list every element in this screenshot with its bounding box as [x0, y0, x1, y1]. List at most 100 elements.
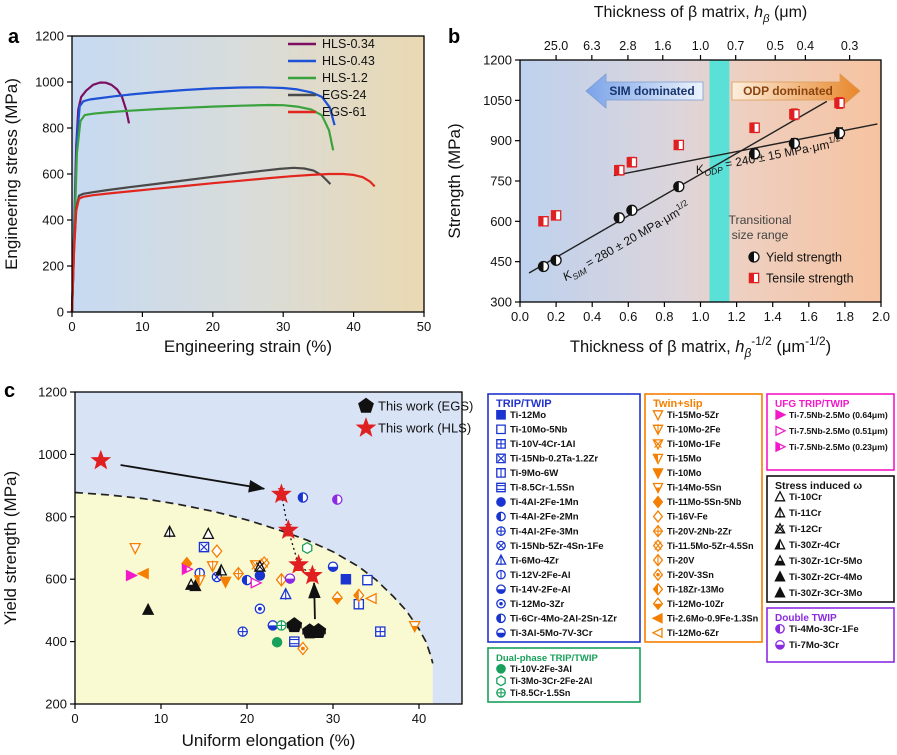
point-Ti-10Cr: [202, 527, 215, 540]
legend-marker: [775, 639, 785, 650]
curve-EGS-61: [70, 172, 376, 313]
legend-entry-label: Ti-6Mo-4Zr: [510, 555, 559, 566]
legend-entry-label: Ti-6Cr-4Mo-2Al-2Sn-1Zr: [510, 613, 617, 624]
legend-label: HLS-1.2: [322, 71, 368, 85]
legend-entry-label: Ti-7Mo-3Cr: [789, 640, 839, 651]
x-tick-label: 0.6: [619, 309, 637, 324]
panel-label-b: b: [448, 26, 461, 48]
point-Tensile strength: [550, 210, 562, 221]
point-Ti-3Mo-3Cr-2Fe-2Al: [301, 541, 313, 555]
y-tick-label: 1200: [35, 29, 64, 44]
point-this-work-hls: [288, 553, 309, 574]
point-Tensile strength: [749, 122, 760, 134]
fit-line-K_ODP: [613, 123, 878, 177]
legend-egs-marker: [358, 397, 374, 413]
legend-entry-label: Ti-10V-2Fe-3Al: [510, 664, 572, 674]
legend-entry-label: Ti-10Mo-2Fe: [667, 425, 720, 435]
x-tick-label: 0.4: [583, 309, 601, 324]
legend-entry-label: Ti-12Mo-6Zr: [667, 628, 719, 638]
y-axis-title: Yield strength (MPa): [1, 471, 20, 625]
x-tick-label: 20: [240, 711, 254, 726]
legend-entry-label: Ti-12Mo-3Zr: [510, 599, 564, 610]
legend-marker: [652, 439, 664, 451]
top-tick-label: 2.8: [619, 39, 636, 53]
band-label-line2: size range: [732, 228, 789, 242]
y-tick-label: 200: [45, 697, 67, 712]
legend-entry-label: Ti-4Al-2Fe-2Mn: [510, 512, 579, 523]
x-tick-label: 1.4: [764, 309, 782, 324]
top-tick-label: 25.0: [544, 39, 568, 53]
legend-box-title: Stress induced ω: [775, 480, 862, 492]
point-Tensile strength: [614, 164, 625, 176]
legend-marker: [775, 441, 787, 453]
point-this-work-hls: [302, 564, 323, 585]
legend-marker: [652, 597, 664, 611]
legend-label: This work (EGS): [378, 399, 473, 414]
legend-entry-label: Ti-3Al-5Mo-7V-3Cr: [510, 628, 593, 639]
x-axis-title: Engineering strain (%): [164, 337, 332, 356]
y-tick-label: 800: [42, 121, 64, 136]
legend-entry-label: Ti-7.5Nb-2.5Mo (0.23μm): [789, 442, 888, 452]
point-Ti-15Nb-0.2Ta-1.2Zr: [198, 541, 210, 553]
x-tick-label: 1.8: [836, 309, 854, 324]
sim-arrow: [585, 73, 704, 109]
annotation-arrow: [120, 464, 266, 493]
legend-entry-label: Ti-11Cr: [789, 508, 822, 519]
legend-entry-label: Ti-20V: [667, 555, 695, 565]
point-Ti-12Mo: [340, 573, 352, 585]
legend-marker: [496, 675, 506, 687]
x-tick-label: 0.2: [547, 309, 565, 324]
point-Yield strength: [550, 254, 562, 266]
x-tick-label: 10: [154, 711, 168, 726]
top-tick-label: 0.4: [797, 39, 814, 53]
point-Ti-10V-4Cr-1Al: [375, 626, 386, 637]
point-Ti-6Mo-4Zr: [279, 587, 292, 600]
point-Ti-12Cr: [253, 559, 267, 572]
legend-marker: [496, 424, 506, 435]
point-Ti-18Zr-13Mo: [353, 588, 365, 603]
point-this-work-egs: [286, 617, 303, 633]
legend-marker: [774, 522, 786, 534]
point-Yield strength: [673, 180, 685, 193]
legend-box-Twin+slip: [644, 393, 763, 643]
legend-marker: [652, 553, 664, 567]
legend-label: HLS-0.34: [322, 37, 375, 51]
top-tick-label: 0.5: [767, 39, 784, 53]
point-Ti-4Al-2Fe-3Mn: [237, 626, 248, 637]
y-axis-title: Engineering stress (MPa): [2, 78, 21, 270]
legend-entry-label: Ti-10Mo: [667, 468, 702, 478]
legend-label: HLS-0.43: [322, 54, 375, 68]
legend-marker: [496, 409, 506, 420]
point-Ti-7.5Nb-2.5Mo (0.51μm): [250, 577, 263, 589]
legend-marker: [652, 524, 664, 538]
x-axis-title: Thickness of β matrix, hβ-1/2 (μm-1/2): [570, 334, 831, 360]
legend-marker: [652, 495, 664, 509]
legend-entry-label: Ti-10Mo-5Nb: [510, 425, 568, 436]
legend-marker: [774, 490, 786, 502]
top-tick-label: 6.3: [583, 39, 600, 53]
legend-marker: [496, 526, 506, 536]
point-Tensile strength: [789, 109, 800, 120]
point-Yield strength: [833, 127, 846, 139]
legend-marker: [652, 410, 664, 422]
point-Yield strength: [748, 148, 761, 160]
legend-marker: [496, 613, 506, 624]
legend-marker: [775, 623, 785, 634]
legend-marker: [651, 612, 663, 624]
legend-box-title: Dual-phase TRIP/TWIP: [496, 653, 599, 664]
legend-box-Stress induced ω: [766, 475, 895, 603]
legend-entry-label: Ti-30Zr-2Cr-4Mo: [789, 572, 863, 583]
legend-entry-label: Ti-4Al-2Fe-1Mn: [510, 497, 579, 508]
legend-marker: [496, 569, 506, 580]
legend-marker: [774, 538, 786, 550]
y-tick-label: 0: [57, 305, 64, 320]
y-tick-label: 750: [490, 174, 512, 189]
point-Tensile strength: [673, 139, 685, 151]
y-tick-label: 1000: [35, 75, 64, 90]
y-tick-label: 900: [490, 133, 512, 148]
point-Ti-10V-2Fe-3Al: [271, 636, 283, 648]
legend-entry-label: Ti-30Zr-1Cr-5Mo: [789, 556, 863, 567]
legend-marker: [496, 598, 506, 609]
point-Ti-7.5Nb-2.5Mo (0.64μm): [125, 569, 138, 582]
x-tick-label: 1.2: [728, 309, 746, 324]
